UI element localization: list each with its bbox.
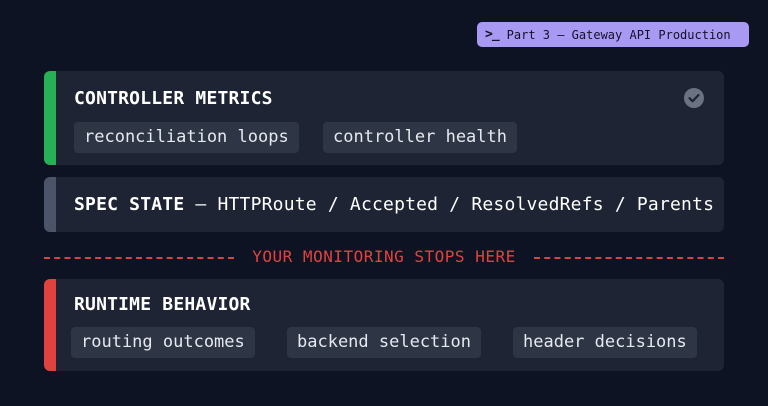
card-title: RUNTIME BEHAVIOR [74, 294, 251, 315]
badge-label: Part 3 — Gateway API Production [506, 27, 731, 42]
dashed-line-left [44, 257, 234, 259]
gray-accent-bar [44, 177, 56, 232]
chip: backend selection [287, 327, 481, 358]
terminal-prompt-icon: >_ [485, 27, 500, 42]
divider-label: YOUR MONITORING STOPS HERE [252, 247, 516, 266]
check-circle-icon [684, 88, 704, 108]
card-title-detail: — HTTPRoute / Accepted / ResolvedRefs / … [184, 194, 715, 215]
chip: reconciliation loops [74, 122, 299, 153]
chip: routing outcomes [71, 327, 255, 358]
card-title: CONTROLLER METRICS [74, 88, 273, 109]
spec-state-card: SPEC STATE — HTTPRoute / Accepted / Reso… [44, 177, 724, 232]
card-title-bold: SPEC STATE [74, 194, 185, 215]
chip: header decisions [513, 327, 697, 358]
red-accent-bar [44, 279, 56, 371]
monitoring-stop-divider: YOUR MONITORING STOPS HERE [44, 247, 724, 267]
card-title: SPEC STATE — HTTPRoute / Accepted / Reso… [74, 194, 714, 215]
green-accent-bar [44, 71, 56, 165]
part-badge: >_ Part 3 — Gateway API Production [477, 22, 749, 47]
dashed-line-right [534, 257, 724, 259]
runtime-behavior-card: RUNTIME BEHAVIOR routing outcomes backen… [44, 279, 724, 371]
chip: controller health [323, 122, 517, 153]
controller-metrics-card: CONTROLLER METRICS reconciliation loops … [44, 71, 724, 165]
